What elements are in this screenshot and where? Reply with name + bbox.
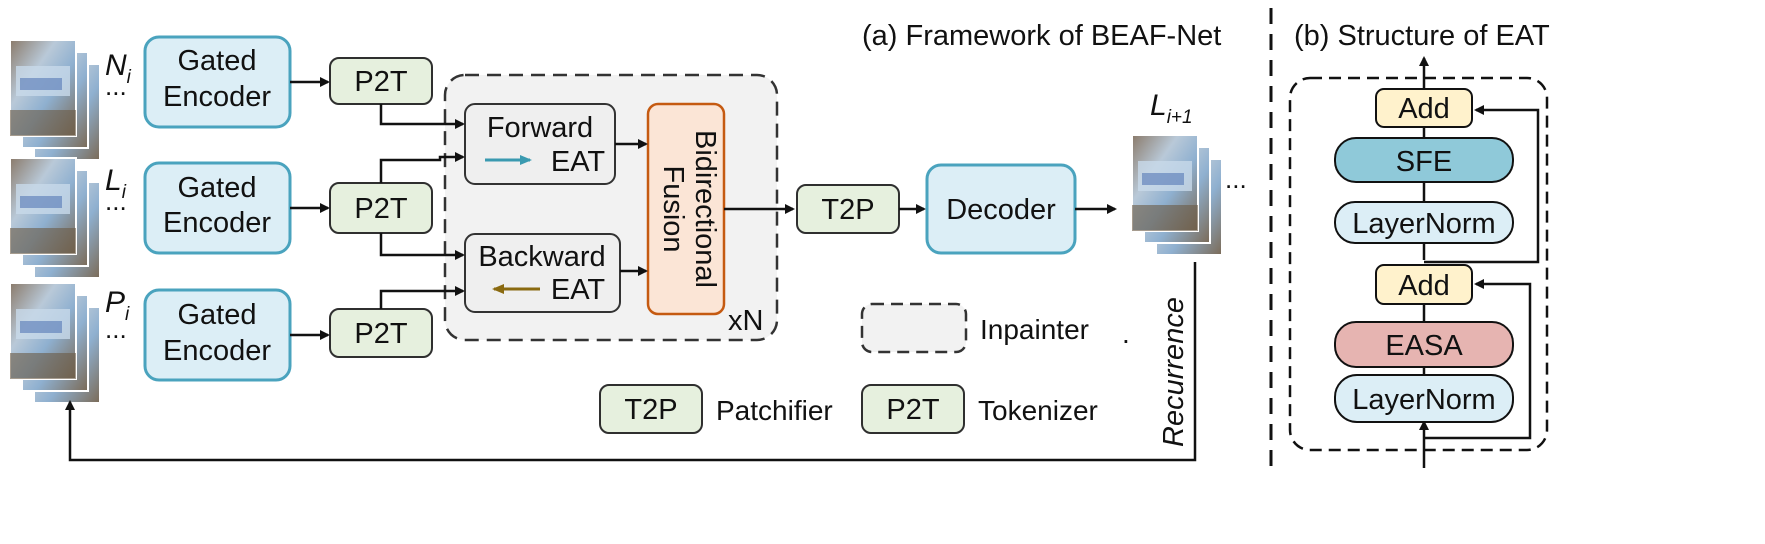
svg-text:P2T: P2T (354, 66, 407, 98)
ellipsis-l: ... (105, 186, 127, 216)
label-n-i: Ni (105, 49, 132, 88)
svg-text:Encoder: Encoder (163, 207, 271, 239)
tokenizer-to-eat-arrows (379, 104, 648, 309)
ellipsis-output: ... (1225, 164, 1247, 194)
svg-text:.: . (1122, 318, 1130, 349)
svg-text:Add: Add (1398, 93, 1450, 125)
recurrence-label: Recurrence (1158, 297, 1190, 447)
svg-text:Encoder: Encoder (163, 335, 271, 367)
eat-easa: EASA (1334, 321, 1514, 368)
forward-eat-box: Forward EAT (464, 103, 616, 185)
ellipsis-p: ... (105, 314, 127, 344)
input-frames-p (9, 282, 101, 404)
svg-text:Gated: Gated (178, 299, 257, 331)
panel-b-title: (b) Structure of EAT (1294, 20, 1550, 52)
svg-text:LayerNorm: LayerNorm (1352, 384, 1495, 416)
gated-encoder-1: Gated Encoder (143, 35, 292, 129)
gated-encoder-3: Gated Encoder (143, 288, 292, 382)
svg-text:LayerNorm: LayerNorm (1352, 208, 1495, 240)
eat-layernorm-top: LayerNorm (1334, 201, 1514, 244)
gated-encoder-2: Gated Encoder (143, 161, 292, 255)
svg-text:P2T: P2T (354, 193, 407, 225)
legend-patchifier: T2P Patchifier (599, 384, 833, 434)
label-l-i: Li (105, 164, 127, 203)
svg-text:Gated: Gated (178, 45, 257, 77)
eat-layernorm-bottom: LayerNorm (1334, 374, 1514, 423)
svg-text:Backward: Backward (478, 241, 605, 273)
svg-text:P2T: P2T (886, 394, 939, 426)
decoder-box: Decoder (925, 163, 1077, 255)
input-frames-l (9, 157, 101, 279)
bidirectional-fusion-box: Bidirectional Fusion (646, 102, 726, 316)
svg-text:Encoder: Encoder (163, 81, 271, 113)
recurrence-arrow (65, 262, 1197, 462)
eat-structure-connections (1419, 56, 1540, 468)
svg-text:Patchifier: Patchifier (716, 395, 833, 426)
svg-text:Inpainter: Inpainter (980, 314, 1089, 345)
encoder-to-tokenizer-arrows (290, 77, 330, 340)
output-frames (1131, 134, 1223, 256)
svg-text:Bidirectional: Bidirectional (689, 130, 721, 288)
svg-text:T2P: T2P (624, 394, 677, 426)
legend-inpainter: Inpainter . (860, 302, 1130, 354)
legend-tokenizer: P2T Tokenizer (861, 384, 1098, 434)
panel-a-title: (a) Framework of BEAF-Net (862, 20, 1221, 52)
repeat-label: xN (728, 305, 763, 337)
p2t-box-1: P2T (329, 57, 433, 105)
t2p-box: T2P (796, 184, 900, 234)
eat-sfe: SFE (1334, 137, 1514, 183)
label-p-i: Pi (105, 286, 130, 325)
backward-eat-box: Backward EAT (464, 233, 621, 313)
svg-text:Tokenizer: Tokenizer (978, 395, 1098, 426)
input-frames-n (9, 39, 101, 161)
svg-text:SFE: SFE (1396, 146, 1452, 178)
svg-text:Forward: Forward (487, 112, 593, 144)
svg-text:EAT: EAT (551, 146, 606, 178)
svg-text:Gated: Gated (178, 172, 257, 204)
p2t-box-2: P2T (329, 182, 433, 234)
ellipsis-n: ... (105, 71, 127, 101)
svg-text:EASA: EASA (1385, 330, 1463, 362)
label-l-i-plus-1: Li+1 (1150, 89, 1193, 128)
svg-text:Add: Add (1398, 270, 1450, 302)
svg-text:P2T: P2T (354, 318, 407, 350)
svg-text:EAT: EAT (551, 274, 606, 306)
svg-text:Decoder: Decoder (946, 194, 1056, 226)
eat-add-top: Add (1375, 88, 1473, 128)
svg-text:Fusion: Fusion (657, 165, 689, 252)
svg-text:T2P: T2P (821, 194, 874, 226)
p2t-box-3: P2T (329, 308, 433, 358)
eat-add-bottom: Add (1375, 264, 1473, 305)
